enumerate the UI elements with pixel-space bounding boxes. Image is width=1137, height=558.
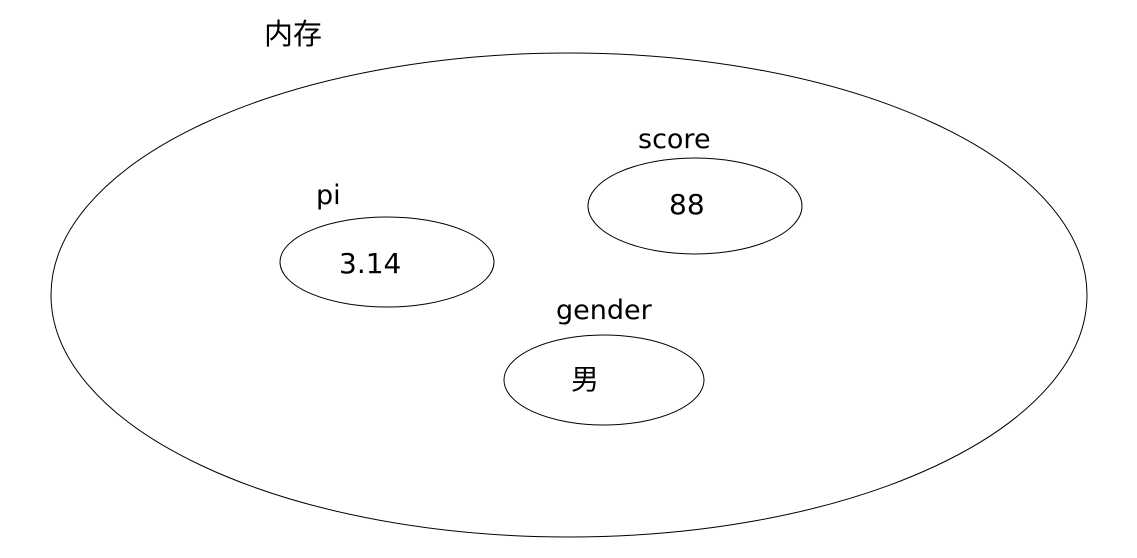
variable-label-pi: pi	[316, 180, 341, 211]
variable-value-pi: 3.14	[339, 247, 402, 280]
variable-value-gender: 男	[571, 363, 600, 396]
variable-label-score: score	[638, 124, 711, 155]
variable-ellipse-gender	[504, 335, 704, 425]
variable-ellipse-score	[588, 158, 802, 254]
variable-ellipse-pi	[280, 217, 494, 307]
variable-value-score: 88	[669, 188, 705, 221]
outer-memory-ellipse	[51, 53, 1087, 537]
variable-label-gender: gender	[556, 295, 652, 326]
outer-memory-label: 内存	[264, 17, 323, 51]
